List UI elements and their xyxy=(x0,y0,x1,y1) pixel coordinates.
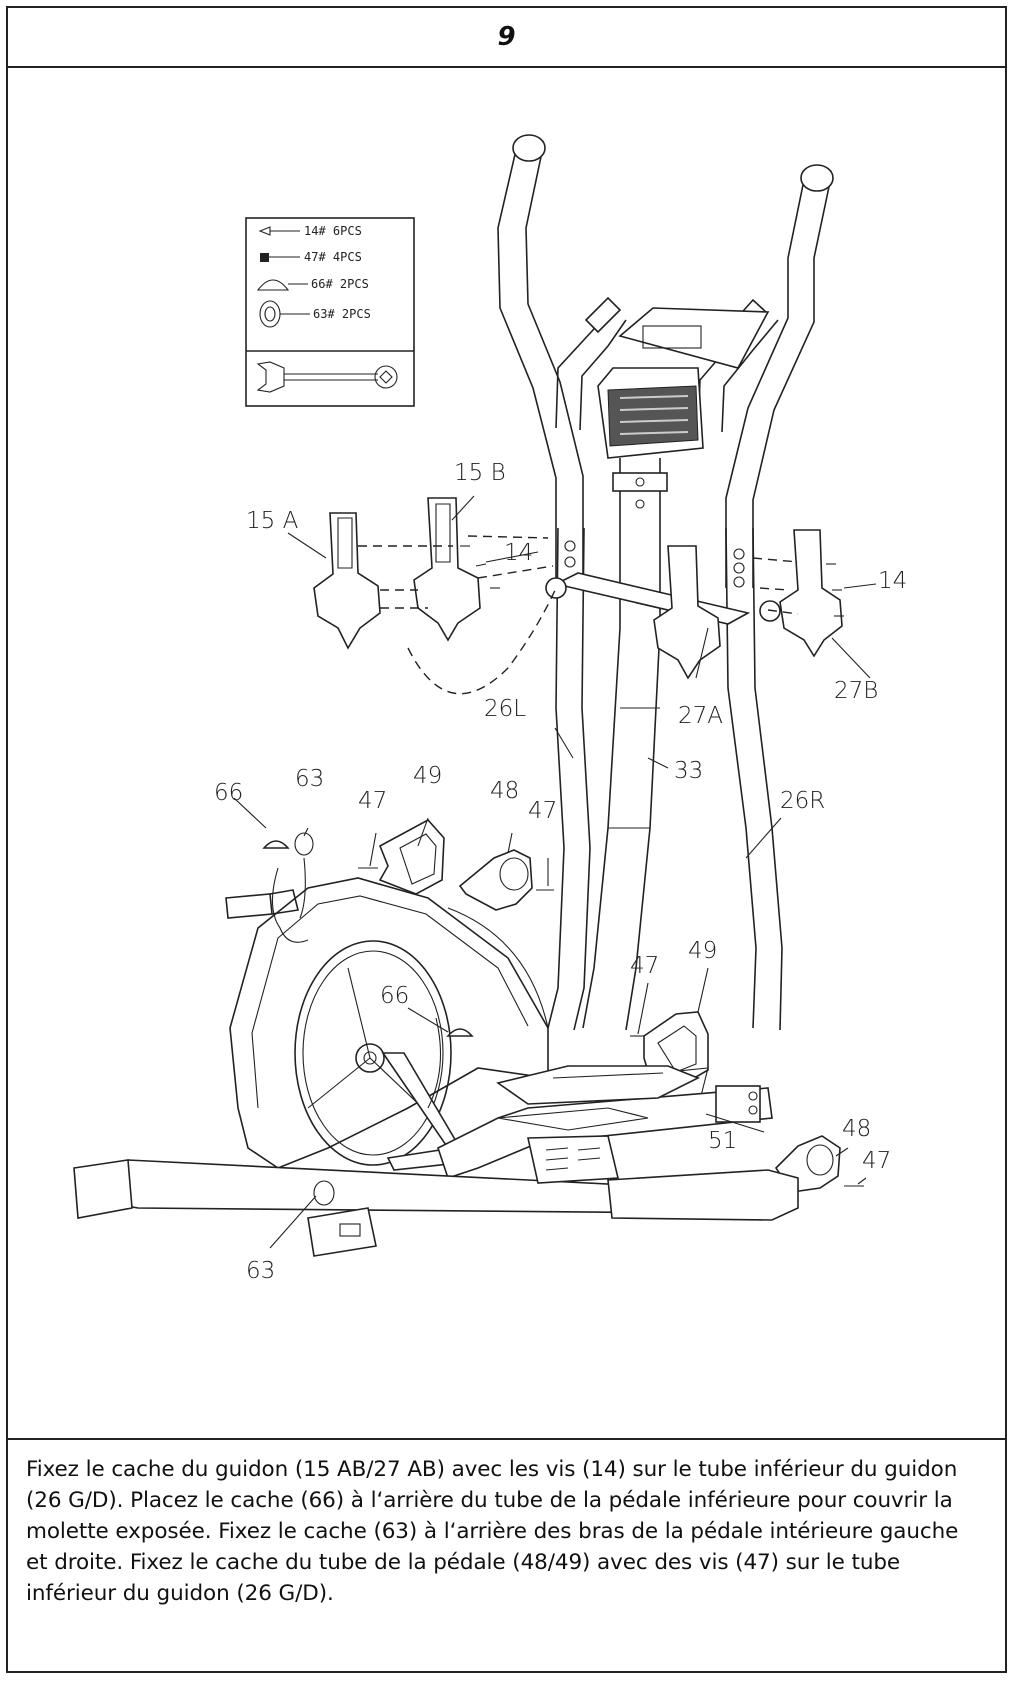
instruction-step-panel: 9 14# 6PCS 47# 4PCS xyxy=(6,6,1007,1673)
part-label: 14 xyxy=(878,568,907,594)
part-label: 49 xyxy=(688,938,717,964)
dome-cap-icon xyxy=(262,840,290,849)
kit-item-label: 47# 4PCS xyxy=(304,250,362,264)
part-label: 48 xyxy=(842,1116,871,1142)
part-label: 66 xyxy=(214,780,243,806)
part-label: 51 xyxy=(708,1128,737,1154)
part-label: 27A xyxy=(678,703,723,729)
dome-cap-icon xyxy=(256,279,308,291)
kit-item-label: 63# 2PCS xyxy=(313,307,371,321)
part-label: 49 xyxy=(413,763,442,789)
kit-item-label: 14# 6PCS xyxy=(304,224,362,238)
part-label: 15 A xyxy=(246,508,298,534)
pedal-arm-51 xyxy=(437,1065,773,1180)
base-frame xyxy=(73,1135,799,1257)
part-label: 63 xyxy=(246,1258,275,1284)
left-upper-handlebar xyxy=(497,134,584,588)
part-label: 63 xyxy=(295,766,324,792)
hardware-kit-box: 14# 6PCS 47# 4PCS 66# 2PCS xyxy=(245,217,415,407)
part-label: 15 B xyxy=(454,460,506,486)
console-display xyxy=(597,307,770,459)
right-upper-handlebar xyxy=(725,164,834,588)
bolt-icon xyxy=(358,867,864,1187)
ring-cap-icon xyxy=(294,832,314,856)
part-label: 66 xyxy=(380,983,409,1009)
elliptical-trainer-drawing: 14# 6PCS 47# 4PCS 66# 2PCS xyxy=(73,134,907,1284)
part-label: 48 xyxy=(490,778,519,804)
screw-icon xyxy=(258,226,300,236)
handlebar-cover-15b xyxy=(413,497,481,642)
assembly-diagram: 14# 6PCS 47# 4PCS 66# 2PCS xyxy=(8,68,1005,1438)
part-label: 26R xyxy=(780,788,825,814)
bolt-icon xyxy=(260,253,300,262)
step-number: 9 xyxy=(8,8,1005,68)
part-label: 47 xyxy=(358,788,387,814)
part-label: 33 xyxy=(674,758,703,784)
main-mast-tube xyxy=(582,458,668,1031)
part-label: 47 xyxy=(528,798,557,824)
ring-cap-icon xyxy=(259,300,310,328)
kit-item-label: 66# 2PCS xyxy=(311,277,369,291)
flywheel-housing xyxy=(229,877,549,1169)
instruction-text: Fixez le cache du guidon (15 AB/27 AB) a… xyxy=(8,1438,1005,1673)
dome-cap-icon xyxy=(446,1028,474,1037)
handlebar-cover-27b xyxy=(779,529,843,658)
part-label: 47 xyxy=(862,1148,891,1174)
pedal-tube-cover-48-top xyxy=(458,849,533,911)
pedal-tube-cover-49-top xyxy=(378,818,445,895)
left-lower-handlebar-tube xyxy=(547,527,591,1031)
part-label: 14 xyxy=(504,540,533,566)
handlebar-cover-15a xyxy=(313,512,381,650)
part-label: 26L xyxy=(484,696,526,722)
wrench-icon xyxy=(256,361,398,393)
part-label: 47 xyxy=(630,953,659,979)
part-label: 27B xyxy=(834,678,878,704)
